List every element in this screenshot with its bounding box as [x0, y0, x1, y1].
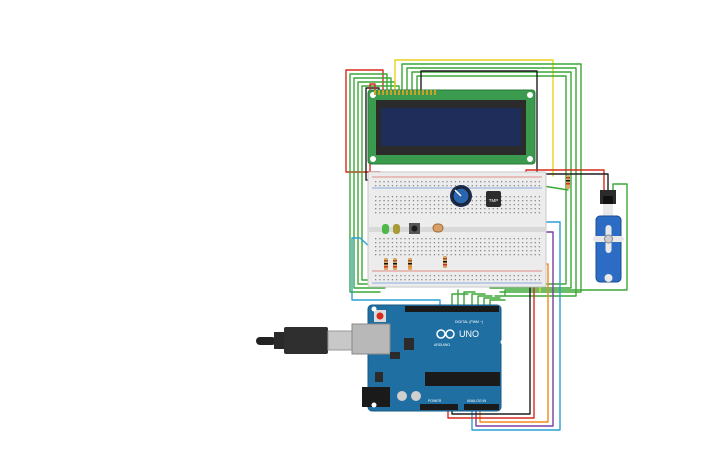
arduino-model: UNO	[459, 329, 479, 339]
wire-yellow-lcd-right[interactable]	[394, 59, 554, 177]
tmp-label: TMP	[489, 198, 499, 203]
wire-green-lcd-right-1[interactable]	[401, 63, 582, 293]
led-green[interactable]	[382, 224, 389, 234]
photoresistor[interactable]	[432, 223, 444, 233]
wire-green-d5[interactable]	[477, 295, 493, 307]
lcd-pin-header	[374, 90, 436, 95]
servo-motor[interactable]	[593, 190, 624, 283]
wire-green-d7[interactable]	[489, 299, 506, 307]
wire-green-d1[interactable]	[451, 293, 469, 307]
breadboard-holes	[375, 181, 541, 281]
analog-label: ANALOG IN	[467, 399, 487, 403]
analog-header[interactable]	[464, 404, 499, 410]
breadboard[interactable]	[367, 171, 547, 288]
resistor-3[interactable]	[408, 258, 412, 270]
wire-black-lcd-right[interactable]	[420, 70, 538, 177]
led-yellow[interactable]	[393, 224, 400, 234]
arduino-uno[interactable]: UNO ARDUINO DIGITAL (PWM ~) POWER ANALOG…	[351, 304, 506, 412]
resistor-1[interactable]	[384, 258, 388, 270]
resistor-4[interactable]	[443, 256, 447, 268]
wire-green-d3[interactable]	[463, 291, 476, 307]
wire-green-lcd-right-2[interactable]	[406, 67, 577, 297]
temperature-sensor[interactable]: TMP	[486, 191, 501, 207]
wire-blue-left[interactable]	[351, 237, 441, 311]
atmega-chip	[425, 372, 500, 386]
pushbutton[interactable]	[409, 223, 420, 234]
potentiometer[interactable]	[450, 185, 472, 207]
wire-green-d4[interactable]	[471, 293, 486, 307]
lcd-display[interactable]	[367, 89, 536, 165]
arduino-logo	[436, 329, 455, 339]
arduino-brand: ARDUINO	[434, 343, 450, 347]
power-label: POWER	[428, 399, 442, 403]
wire-green-servo[interactable]	[504, 183, 628, 297]
resistor-servo[interactable]	[566, 175, 570, 189]
usb-cable	[256, 327, 355, 354]
power-header[interactable]	[420, 404, 458, 410]
wire-green-d6[interactable]	[483, 297, 501, 307]
digital-header[interactable]	[405, 306, 499, 312]
wire-green-lcd-right-3[interactable]	[411, 71, 572, 289]
digital-label: DIGITAL (PWM ~)	[455, 320, 483, 324]
resistor-2[interactable]	[393, 258, 397, 270]
wire-green-lcd-left-1[interactable]	[349, 73, 388, 293]
